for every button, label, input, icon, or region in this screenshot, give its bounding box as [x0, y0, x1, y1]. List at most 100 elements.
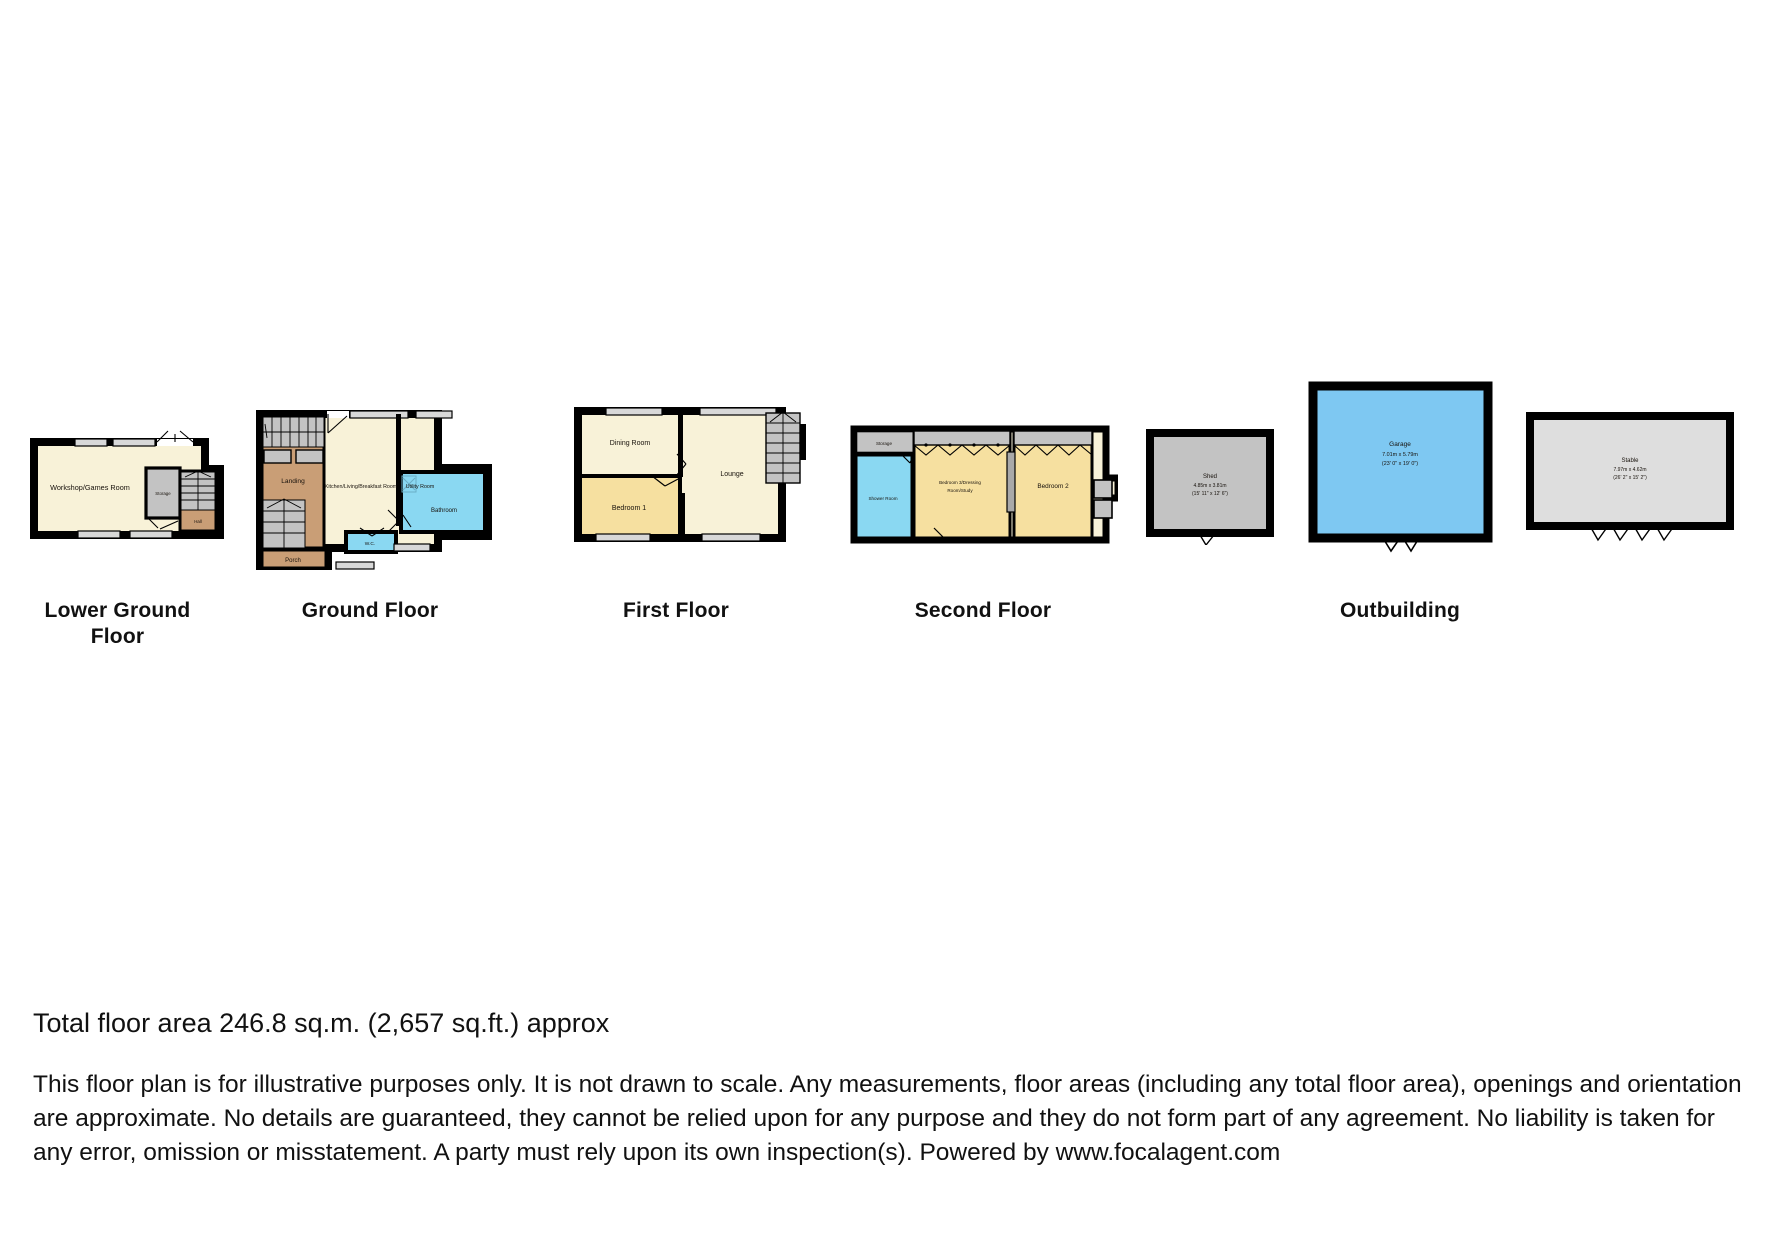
staircase-upper	[262, 416, 325, 448]
garage-dim-imperial: (23' 0" x 19' 0")	[1382, 461, 1418, 467]
window	[349, 410, 409, 419]
room-storage	[144, 466, 182, 520]
plan-second-floor: Storage Shower Room Bedroom 3/Dressing R…	[848, 420, 1118, 550]
stable-outline	[1526, 412, 1734, 530]
ground-floor-svg: Landing Porch Kitchen/Living/Breakfast R…	[256, 410, 492, 570]
room-label-utility: Utility Room	[406, 484, 435, 490]
disclaimer-text: This floor plan is for illustrative purp…	[33, 1071, 1742, 1166]
plan-lower-ground-floor: Workshop/Games Room Storage Hall	[30, 425, 245, 545]
partition-wall	[396, 414, 401, 526]
cupboard	[1093, 479, 1113, 499]
window	[701, 533, 761, 542]
window	[393, 543, 431, 552]
second-floor-svg: Storage Shower Room Bedroom 3/Dressing R…	[850, 425, 1118, 544]
bath-icon	[401, 475, 417, 493]
garage-svg: Garage 7.01m x 5.79m (23' 0" x 19' 0")	[1308, 381, 1493, 553]
room-label-wc: W.C.	[365, 541, 375, 547]
shed-dim-metric: 4.85m x 3.81m	[1193, 483, 1226, 489]
room-label-bedroom-1: Bedroom 1	[612, 505, 646, 512]
shed-dim-imperial: (15' 11" x 12' 6")	[1192, 491, 1228, 497]
room-label-lounge: Lounge	[720, 471, 743, 478]
door-opening	[156, 430, 194, 446]
room-label-bedroom-2: Bedroom 2	[1037, 483, 1069, 490]
title-line-1: First Floor	[622, 599, 730, 622]
title-line-1: Ground Floor	[301, 599, 439, 622]
window	[699, 407, 777, 416]
door-swing	[387, 509, 401, 533]
room-label-garage: Garage	[1389, 441, 1411, 448]
plan-title-second-floor: Second Floor	[848, 598, 1118, 624]
room-label-bedroom-3-line1: Bedroom 3/Dressing	[939, 480, 981, 485]
door-swing	[327, 411, 349, 434]
window	[335, 561, 375, 570]
partition-wall	[678, 411, 683, 477]
staircase-lower	[262, 498, 306, 549]
total-floor-area: Total floor area 246.8 sq.m. (2,657 sq.f…	[33, 1008, 610, 1038]
room-label-hall: Hall	[194, 519, 202, 524]
room-label-storage: Storage	[155, 491, 171, 496]
title-line-1: Lower Ground	[44, 599, 191, 622]
door-swing	[1382, 537, 1420, 553]
eaves-band	[913, 430, 1011, 446]
door-swing	[178, 519, 182, 532]
door-swing	[933, 527, 945, 539]
title-line-1: Outbuilding	[1340, 599, 1460, 622]
room-label-bathroom: Bathroom	[431, 508, 457, 514]
windows-landing	[263, 449, 324, 464]
room-label-kitchen: Kitchen/Living/Breakfast Room	[325, 484, 398, 490]
plan-title-outbuilding: Outbuilding	[1305, 598, 1495, 624]
room-label-stable: Stable	[1621, 458, 1639, 464]
room-bathroom	[399, 470, 487, 534]
plan-title-first-floor: First Floor	[570, 598, 782, 624]
plan-title-lower-ground-floor: Lower Ground Floor	[30, 598, 205, 649]
window	[129, 530, 173, 539]
garage-outline	[1308, 381, 1493, 543]
room-label-shed: Shed	[1203, 474, 1217, 480]
staircase	[765, 411, 801, 484]
window	[74, 438, 108, 447]
eaves-dot	[948, 443, 952, 447]
door-swing	[675, 453, 687, 477]
window	[112, 438, 156, 447]
shed-outline	[1146, 429, 1274, 537]
stable-dim-metric: 7.97m x 4.62m	[1613, 467, 1646, 473]
eaves-zigzag	[913, 444, 1011, 456]
room-bedroom-3	[912, 429, 1012, 540]
title-line-2: Floor	[90, 624, 145, 648]
staircase	[180, 470, 216, 511]
room-bedroom-2	[1012, 429, 1094, 540]
room-bedroom-1	[578, 474, 682, 538]
window	[605, 407, 663, 416]
room-porch	[260, 548, 328, 570]
door-swing	[359, 527, 385, 537]
wardrobe	[1006, 451, 1016, 513]
room-label-shower: Shower Room	[868, 496, 897, 501]
eaves-zigzag	[1013, 444, 1093, 456]
room-label-porch: Porch	[285, 558, 301, 564]
plan-ground-floor: Landing Porch Kitchen/Living/Breakfast R…	[248, 400, 548, 570]
room-label-storage: Storage	[876, 441, 893, 446]
room-label-landing: Landing	[281, 478, 305, 485]
room-label-bedroom-3-line2: Room/Study	[947, 488, 973, 493]
room-shower	[854, 453, 914, 540]
shed-svg: Shed 4.85m x 3.81m (15' 11" x 12' 6")	[1146, 429, 1274, 545]
first-floor-svg: Dining Room Lounge Bedroom 1	[574, 407, 806, 542]
bath-icon	[402, 477, 416, 491]
door-swing	[147, 517, 179, 530]
window	[77, 530, 121, 539]
plan-title-ground-floor: Ground Floor	[248, 598, 492, 624]
plan-first-floor: Dining Room Lounge Bedroom 1	[570, 398, 830, 548]
lower-ground-floor-svg: Workshop/Games Room Storage Hall	[30, 430, 224, 539]
eaves-dot	[924, 443, 928, 447]
eaves-dot	[996, 443, 1000, 447]
title-line-1: Second Floor	[914, 599, 1052, 622]
partition-wall	[680, 493, 685, 538]
plan-shed: Shed 4.85m x 3.81m (15' 11" x 12' 6")	[1142, 425, 1282, 545]
stable-dim-imperial: (26' 2" x 15' 2")	[1613, 475, 1647, 481]
eaves-dot	[972, 443, 976, 447]
room-label-workshop: Workshop/Games Room	[50, 483, 130, 492]
door-swing	[1589, 525, 1675, 542]
window	[415, 410, 453, 419]
plan-garage: Garage 7.01m x 5.79m (23' 0" x 19' 0")	[1305, 378, 1495, 553]
